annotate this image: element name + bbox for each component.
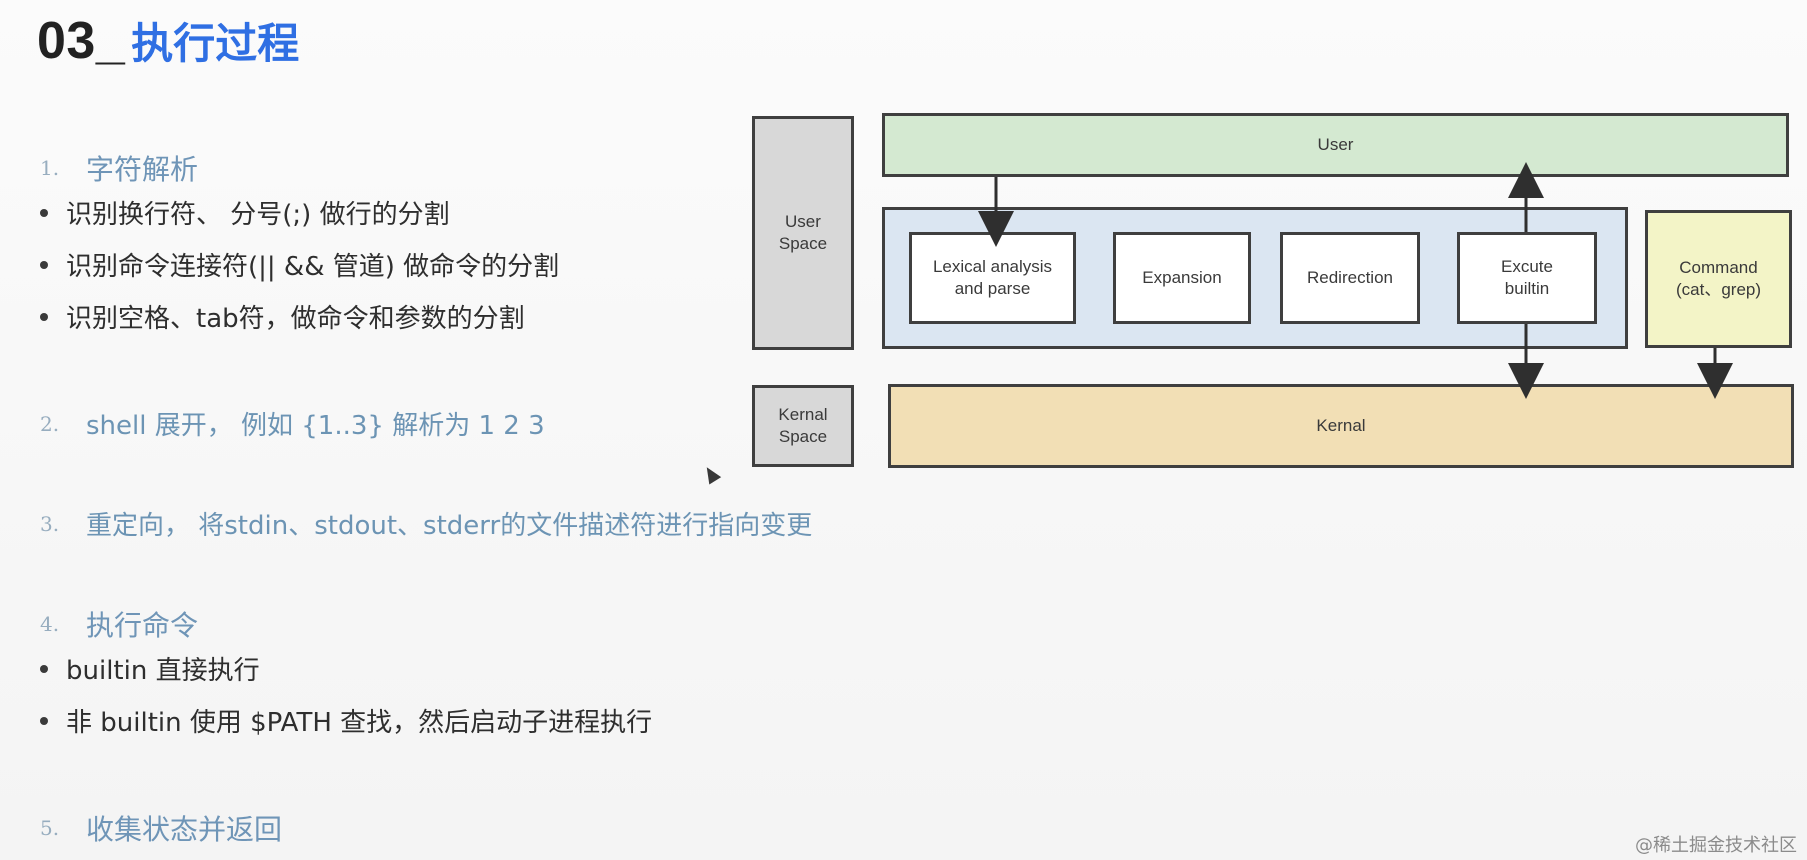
page-title: 03_ 执行过程: [37, 10, 299, 80]
section-3-line: 3. 重定向， 将stdin、stdout、stderr的文件描述符进行指向变更: [40, 505, 812, 542]
redirection-box: Redirection: [1280, 232, 1420, 324]
section-1-bullet-3-text: 识别空格、tab符，做命令和参数的分割: [66, 304, 525, 334]
section-4-bullet-2-text: 非 builtin 使用 $PATH 查找，然后启动子进程执行: [66, 708, 653, 738]
redirection-label: Redirection: [1307, 268, 1393, 288]
section-2-number: 2.: [40, 411, 60, 436]
user-space-box: User Space: [752, 116, 854, 350]
bullet-dot-icon: [40, 260, 48, 269]
kernal-space-label: Kernal Space: [778, 405, 828, 446]
lexical-analysis-label: Lexical analysis and parse: [932, 257, 1053, 298]
user-label: User: [1317, 135, 1354, 155]
section-4-bullet-1-text: builtin 直接执行: [66, 656, 260, 686]
kernal-label: Kernal: [1316, 416, 1366, 436]
lexical-analysis-box: Lexical analysis and parse: [909, 232, 1076, 324]
expansion-label: Expansion: [1142, 268, 1222, 288]
section-4-bullet-1: builtin 直接执行: [40, 650, 260, 687]
command-label: Command (cat、grep): [1675, 258, 1762, 299]
bullet-dot-icon: [40, 208, 48, 217]
kernal-space-box: Kernal Space: [752, 385, 854, 467]
section-4-number: 4.: [40, 612, 60, 636]
section-1-bullet-3: 识别空格、tab符，做命令和参数的分割: [40, 298, 525, 335]
section-1-bullet-2: 识别命令连接符(|| && 管道) 做命令的分割: [40, 246, 559, 283]
watermark: @稀土掘金技术社区: [1635, 835, 1797, 856]
section-2-text: shell 展开， 例如 {1..3} 解析为 1 2 3: [86, 411, 545, 441]
bullet-dot-icon: [40, 716, 48, 725]
cursor-icon: [700, 463, 722, 485]
execute-builtin-label: Excute builtin: [1501, 257, 1553, 298]
command-box: Command (cat、grep): [1645, 210, 1792, 348]
section-5-title: 收集状态并返回: [86, 813, 283, 846]
kernal-box: Kernal: [888, 384, 1794, 468]
section-3-text: 重定向， 将stdin、stdout、stderr的文件描述符进行指向变更: [86, 511, 813, 541]
section-1-bullet-1: 识别换行符、 分号(;) 做行的分割: [40, 194, 450, 231]
section-1-bullet-2-text: 识别命令连接符(|| && 管道) 做命令的分割: [66, 252, 560, 282]
section-4-title: 执行命令: [86, 609, 199, 642]
section-1-number: 1.: [40, 156, 60, 180]
section-4-heading: 4. 执行命令: [40, 604, 198, 644]
section-1-bullet-1-text: 识别换行符、 分号(;) 做行的分割: [66, 200, 450, 230]
section-1-title: 字符解析: [86, 153, 199, 186]
section-3-number: 3.: [40, 511, 60, 536]
title-prefix: 03_: [37, 12, 126, 70]
section-4-bullet-2: 非 builtin 使用 $PATH 查找，然后启动子进程执行: [40, 702, 652, 739]
section-5-number: 5.: [40, 816, 60, 840]
section-5-heading: 5. 收集状态并返回: [40, 808, 282, 848]
section-2-line: 2. shell 展开， 例如 {1..3} 解析为 1 2 3: [40, 405, 545, 442]
execute-builtin-box: Excute builtin: [1457, 232, 1597, 324]
bullet-dot-icon: [40, 664, 48, 673]
title-main: 执行过程: [131, 19, 300, 68]
user-box: User: [882, 113, 1789, 177]
shell-processing-box: [882, 207, 1628, 349]
user-space-label: User Space: [778, 212, 828, 253]
bullet-dot-icon: [40, 312, 48, 321]
expansion-box: Expansion: [1113, 232, 1251, 324]
section-1-heading: 1. 字符解析: [40, 148, 198, 188]
